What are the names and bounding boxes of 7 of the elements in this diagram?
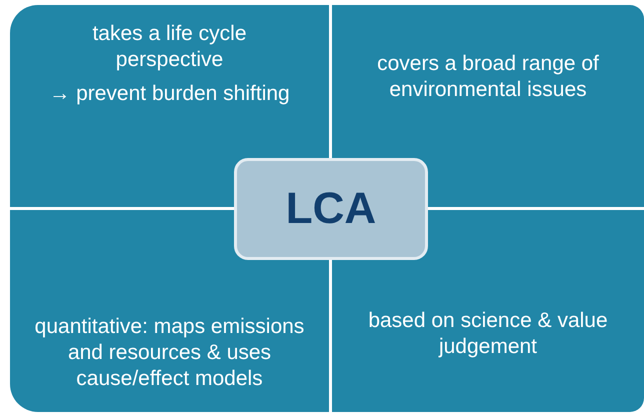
center-box	[234, 158, 428, 260]
quadrant-text: based on science & value judgement	[367, 308, 609, 360]
quadrant-text: takes a life cycle perspective	[91, 21, 248, 73]
quadrant-text: → prevent burden shifting	[48, 81, 291, 107]
center-title: LCA	[286, 187, 376, 231]
quadrant-text: quantitative: maps emissions and resources & uses cause/effect models	[34, 314, 304, 392]
quadrant-text: covers a broad range of environmental issues	[376, 51, 600, 103]
